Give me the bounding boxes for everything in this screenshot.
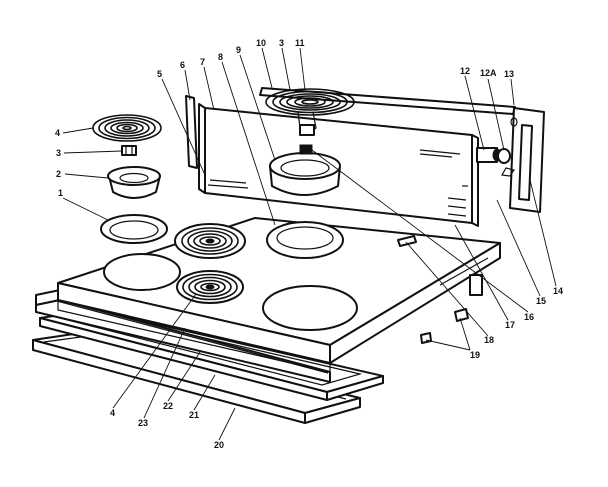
label-23: 23 bbox=[138, 418, 148, 428]
label-11: 11 bbox=[295, 38, 305, 48]
end-cap-left bbox=[185, 95, 198, 169]
leader-lines bbox=[62, 47, 557, 441]
label-6: 6 bbox=[180, 60, 185, 70]
terminal-block bbox=[121, 145, 137, 156]
label-14: 14 bbox=[553, 286, 563, 296]
label-22: 22 bbox=[163, 401, 173, 411]
label-15: 15 bbox=[536, 296, 546, 306]
label-20: 20 bbox=[214, 440, 224, 450]
label-12: 12 bbox=[460, 66, 470, 76]
callout-labels: 1 2 3 4 5 6 7 8 9 10 3 11 12 12A 13 14 1… bbox=[55, 38, 563, 450]
label-18: 18 bbox=[484, 335, 494, 345]
end-cap-right bbox=[509, 107, 545, 213]
label-16: 16 bbox=[524, 312, 534, 322]
label-13: 13 bbox=[504, 69, 514, 79]
front-trim bbox=[35, 289, 331, 383]
label-9: 9 bbox=[236, 45, 241, 55]
label-2: 2 bbox=[56, 169, 61, 179]
label-17: 17 bbox=[505, 320, 515, 330]
cooktop-burner-left-front bbox=[182, 273, 238, 301]
bottom-tray bbox=[32, 331, 361, 424]
label-3: 3 bbox=[56, 148, 61, 158]
label-3-upper: 3 bbox=[279, 38, 284, 48]
label-12a: 12A bbox=[480, 68, 497, 78]
label-19: 19 bbox=[470, 350, 480, 360]
trim-ring bbox=[100, 214, 168, 244]
rear-burner-element bbox=[265, 88, 355, 136]
label-7: 7 bbox=[200, 57, 205, 67]
drip-pan-rear bbox=[269, 144, 341, 196]
label-4-lower: 4 bbox=[110, 408, 115, 418]
drip-bowl bbox=[107, 166, 161, 199]
cooktop-burner-left-rear bbox=[181, 227, 239, 255]
control-switch bbox=[476, 147, 515, 177]
label-5: 5 bbox=[157, 69, 162, 79]
left-burner-element bbox=[92, 114, 162, 142]
label-21: 21 bbox=[189, 410, 199, 420]
label-1: 1 bbox=[58, 188, 63, 198]
label-10: 10 bbox=[256, 38, 266, 48]
label-4-upper: 4 bbox=[55, 128, 60, 138]
main-cooktop bbox=[57, 217, 501, 373]
label-8: 8 bbox=[218, 52, 223, 62]
